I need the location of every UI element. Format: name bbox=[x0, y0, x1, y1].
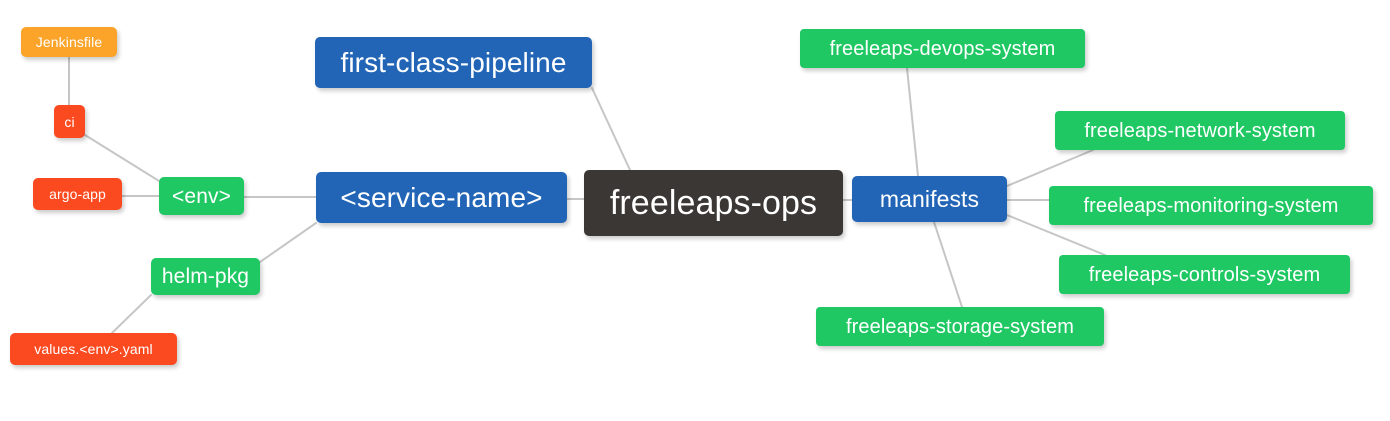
node-label: ci bbox=[64, 113, 75, 130]
node-helm-pkg[interactable]: helm-pkg bbox=[151, 258, 260, 295]
edge-manifests-devops-system bbox=[906, 67, 919, 177]
edge-env-ci bbox=[84, 134, 160, 182]
node-label: manifests bbox=[879, 185, 980, 212]
node-manifests[interactable]: manifests bbox=[852, 176, 1007, 222]
edge-helm-pkg-values-yaml bbox=[111, 294, 152, 334]
node-label: freeleaps-network-system bbox=[1084, 119, 1316, 142]
node-service-name[interactable]: <service-name> bbox=[316, 172, 567, 223]
node-label: freeleaps-devops-system bbox=[829, 37, 1056, 60]
node-label: freeleaps-monitoring-system bbox=[1083, 194, 1339, 217]
node-label: values.<env>.yaml bbox=[34, 341, 153, 357]
node-label: freeleaps-controls-system bbox=[1088, 263, 1321, 286]
node-env[interactable]: <env> bbox=[159, 177, 244, 215]
node-freeleaps-network-system[interactable]: freeleaps-network-system bbox=[1055, 111, 1345, 150]
edge-root-first-class-pipeline bbox=[591, 87, 631, 171]
node-label: helm-pkg bbox=[161, 265, 250, 288]
node-first-class-pipeline[interactable]: first-class-pipeline bbox=[315, 37, 592, 88]
node-values-env-yaml[interactable]: values.<env>.yaml bbox=[10, 333, 177, 365]
node-label: first-class-pipeline bbox=[340, 46, 567, 78]
node-jenkinsfile[interactable]: Jenkinsfile bbox=[21, 27, 117, 57]
edge-manifests-storage-system bbox=[933, 221, 963, 308]
node-label: freeleaps-ops bbox=[609, 184, 818, 222]
edge-manifests-network-system bbox=[1006, 149, 1094, 187]
node-ci[interactable]: ci bbox=[54, 105, 85, 138]
edge-service-name-helm-pkg bbox=[259, 222, 317, 263]
node-freeleaps-storage-system[interactable]: freeleaps-storage-system bbox=[816, 307, 1104, 346]
node-label: <env> bbox=[172, 184, 231, 208]
node-freeleaps-monitoring-system[interactable]: freeleaps-monitoring-system bbox=[1049, 186, 1373, 225]
node-label: freeleaps-storage-system bbox=[845, 315, 1075, 338]
node-freeleaps-controls-system[interactable]: freeleaps-controls-system bbox=[1059, 255, 1350, 294]
node-label: Jenkinsfile bbox=[35, 34, 103, 50]
node-label: argo-app bbox=[49, 186, 106, 202]
node-freeleaps-ops[interactable]: freeleaps-ops bbox=[584, 170, 843, 236]
node-freeleaps-devops-system[interactable]: freeleaps-devops-system bbox=[800, 29, 1085, 68]
node-argo-app[interactable]: argo-app bbox=[33, 178, 122, 210]
node-label: <service-name> bbox=[340, 181, 543, 213]
